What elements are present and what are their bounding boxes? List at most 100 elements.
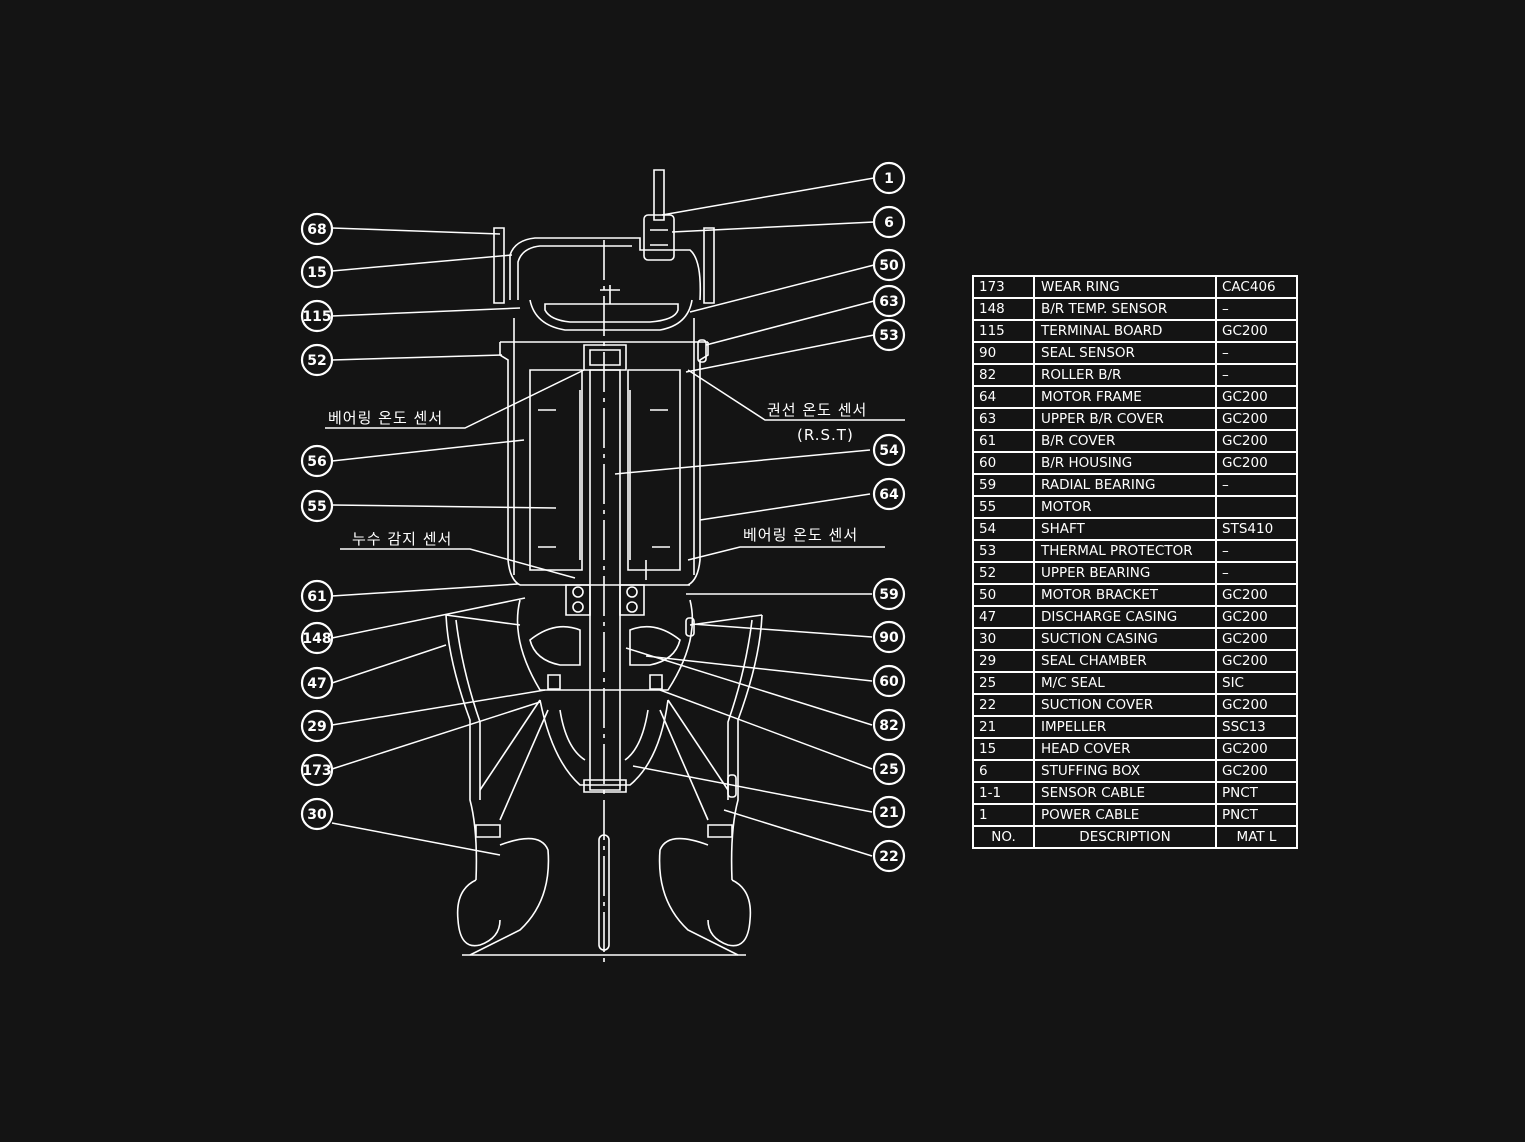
callout-number: 1 [884, 171, 894, 187]
part-description: IMPELLER [1033, 715, 1217, 739]
part-number: 52 [972, 561, 1035, 585]
callout-bubble-1: 1 [872, 161, 906, 195]
part-number: 60 [972, 451, 1035, 475]
part-material: – [1215, 473, 1298, 497]
part-description: M/C SEAL [1033, 671, 1217, 695]
callout-circle [300, 579, 334, 613]
callout-number: 64 [879, 487, 899, 503]
part-material: GC200 [1215, 583, 1298, 607]
part-material: GC200 [1215, 407, 1298, 431]
callout-number: 54 [879, 443, 899, 459]
part-number: 21 [972, 715, 1035, 739]
note-winding-temp-sensor-sub: (R.S.T) [797, 426, 854, 444]
callout-number: 6 [884, 215, 894, 231]
callout-circle [300, 753, 334, 787]
callout-bubble-173: 173 [300, 753, 334, 787]
part-description: DISCHARGE CASING [1033, 605, 1217, 629]
callout-number: 29 [307, 719, 326, 735]
part-description: MOTOR [1033, 495, 1217, 519]
part-description: THERMAL PROTECTOR [1033, 539, 1217, 563]
callout-bubble-61: 61 [300, 579, 334, 613]
part-description: B/R COVER [1033, 429, 1217, 453]
callout-number: 68 [307, 222, 326, 238]
callout-bubble-60: 60 [872, 664, 906, 698]
part-material: GC200 [1215, 605, 1298, 629]
note-bearing-temp-sensor-upper: 베어링 온도 센서 [328, 409, 443, 427]
part-number: 50 [972, 583, 1035, 607]
callout-number: 148 [302, 631, 331, 647]
note-winding-temp-sensor: 권선 온도 센서 [767, 401, 867, 419]
part-material: – [1215, 539, 1298, 563]
part-material [1215, 495, 1298, 519]
header-material: MAT L [1215, 825, 1298, 849]
part-number: 90 [972, 341, 1035, 365]
callout-number: 55 [307, 499, 326, 515]
callout-circle [872, 284, 906, 318]
part-material: SSC13 [1215, 715, 1298, 739]
part-number: 82 [972, 363, 1035, 387]
callout-bubble-68: 68 [300, 212, 334, 246]
callout-bubble-148: 148 [300, 621, 334, 655]
callout-number: 115 [302, 309, 331, 325]
part-material: GC200 [1215, 759, 1298, 783]
part-material: PNCT [1215, 781, 1298, 805]
callout-number: 61 [307, 589, 326, 605]
callout-bubble-55: 55 [300, 489, 334, 523]
part-material: GC200 [1215, 737, 1298, 761]
callout-number: 30 [307, 807, 327, 823]
part-description: SENSOR CABLE [1033, 781, 1217, 805]
note-bearing-temp-sensor-lower: 베어링 온도 센서 [743, 526, 858, 544]
part-description: RADIAL BEARING [1033, 473, 1217, 497]
callout-bubble-29: 29 [300, 709, 334, 743]
callout-bubble-22: 22 [872, 839, 906, 873]
callout-bubble-64: 64 [872, 477, 906, 511]
callout-bubble-82: 82 [872, 708, 906, 742]
part-description: ROLLER B/R [1033, 363, 1217, 387]
part-description: WEAR RING [1033, 275, 1217, 299]
callout-circle [872, 248, 906, 282]
callout-bubble-47: 47 [300, 666, 334, 700]
part-description: B/R HOUSING [1033, 451, 1217, 475]
callout-bubble-21: 21 [872, 795, 906, 829]
part-number: 54 [972, 517, 1035, 541]
part-number: 148 [972, 297, 1035, 321]
callout-number: 173 [302, 763, 331, 779]
part-material: – [1215, 363, 1298, 387]
callout-number: 63 [879, 294, 898, 310]
callout-bubble-6: 6 [872, 205, 906, 239]
callout-number: 90 [879, 630, 899, 646]
callout-circle [300, 444, 334, 478]
callout-bubble-54: 54 [872, 433, 906, 467]
leader-lines [325, 178, 905, 856]
callout-circle [872, 839, 906, 873]
part-number: 61 [972, 429, 1035, 453]
callout-number: 52 [307, 353, 326, 369]
part-material: STS410 [1215, 517, 1298, 541]
part-number: 173 [972, 275, 1035, 299]
callout-circle [300, 666, 334, 700]
callout-circle [872, 708, 906, 742]
part-material: – [1215, 561, 1298, 585]
header-description: DESCRIPTION [1033, 825, 1217, 849]
callout-circle [300, 797, 334, 831]
callout-number: 82 [879, 718, 898, 734]
